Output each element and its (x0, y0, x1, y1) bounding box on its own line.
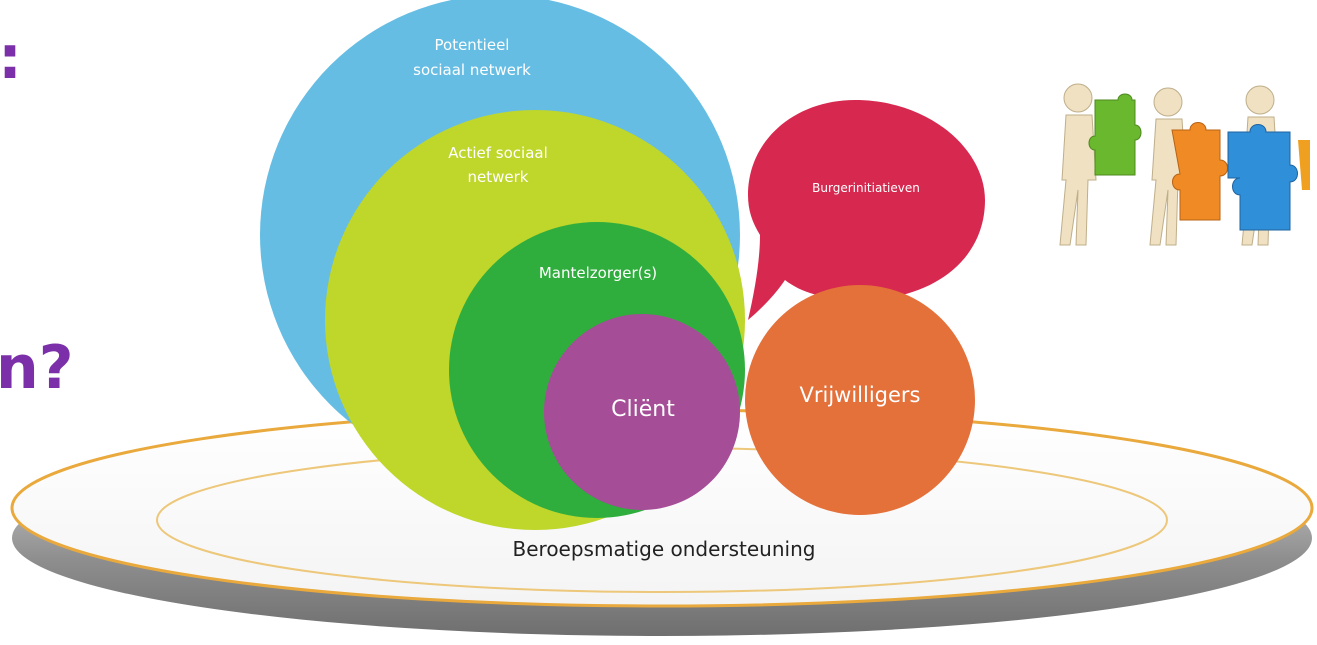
label-potential-network-line1: Potentieel (435, 36, 510, 54)
figure-blue-piece (1227, 85, 1310, 246)
puzzle-people-icon (1059, 83, 1310, 246)
circle-client (544, 314, 740, 510)
plate-base (10, 408, 1314, 636)
label-caregivers: Mantelzorger(s) (539, 264, 657, 282)
figure-orange-piece (1149, 87, 1228, 246)
label-civic-initiatives: Burgerinitiatieven (812, 181, 920, 195)
bubble-civic-initiatives (748, 100, 985, 320)
label-volunteers: Vrijwilligers (799, 383, 920, 407)
slide-text-fragment-top: : (0, 23, 22, 93)
figure-green-piece (1059, 83, 1142, 246)
slide-text-fragment-middle: n? (0, 333, 74, 403)
label-active-network-line2: netwerk (468, 168, 529, 186)
label-base: Beroepsmatige ondersteuning (513, 537, 816, 561)
circle-volunteers (745, 285, 975, 515)
label-active-network-line1: Actief sociaal (448, 144, 548, 162)
label-client: Cliënt (611, 397, 675, 422)
label-potential-network-line2: sociaal netwerk (413, 61, 531, 79)
